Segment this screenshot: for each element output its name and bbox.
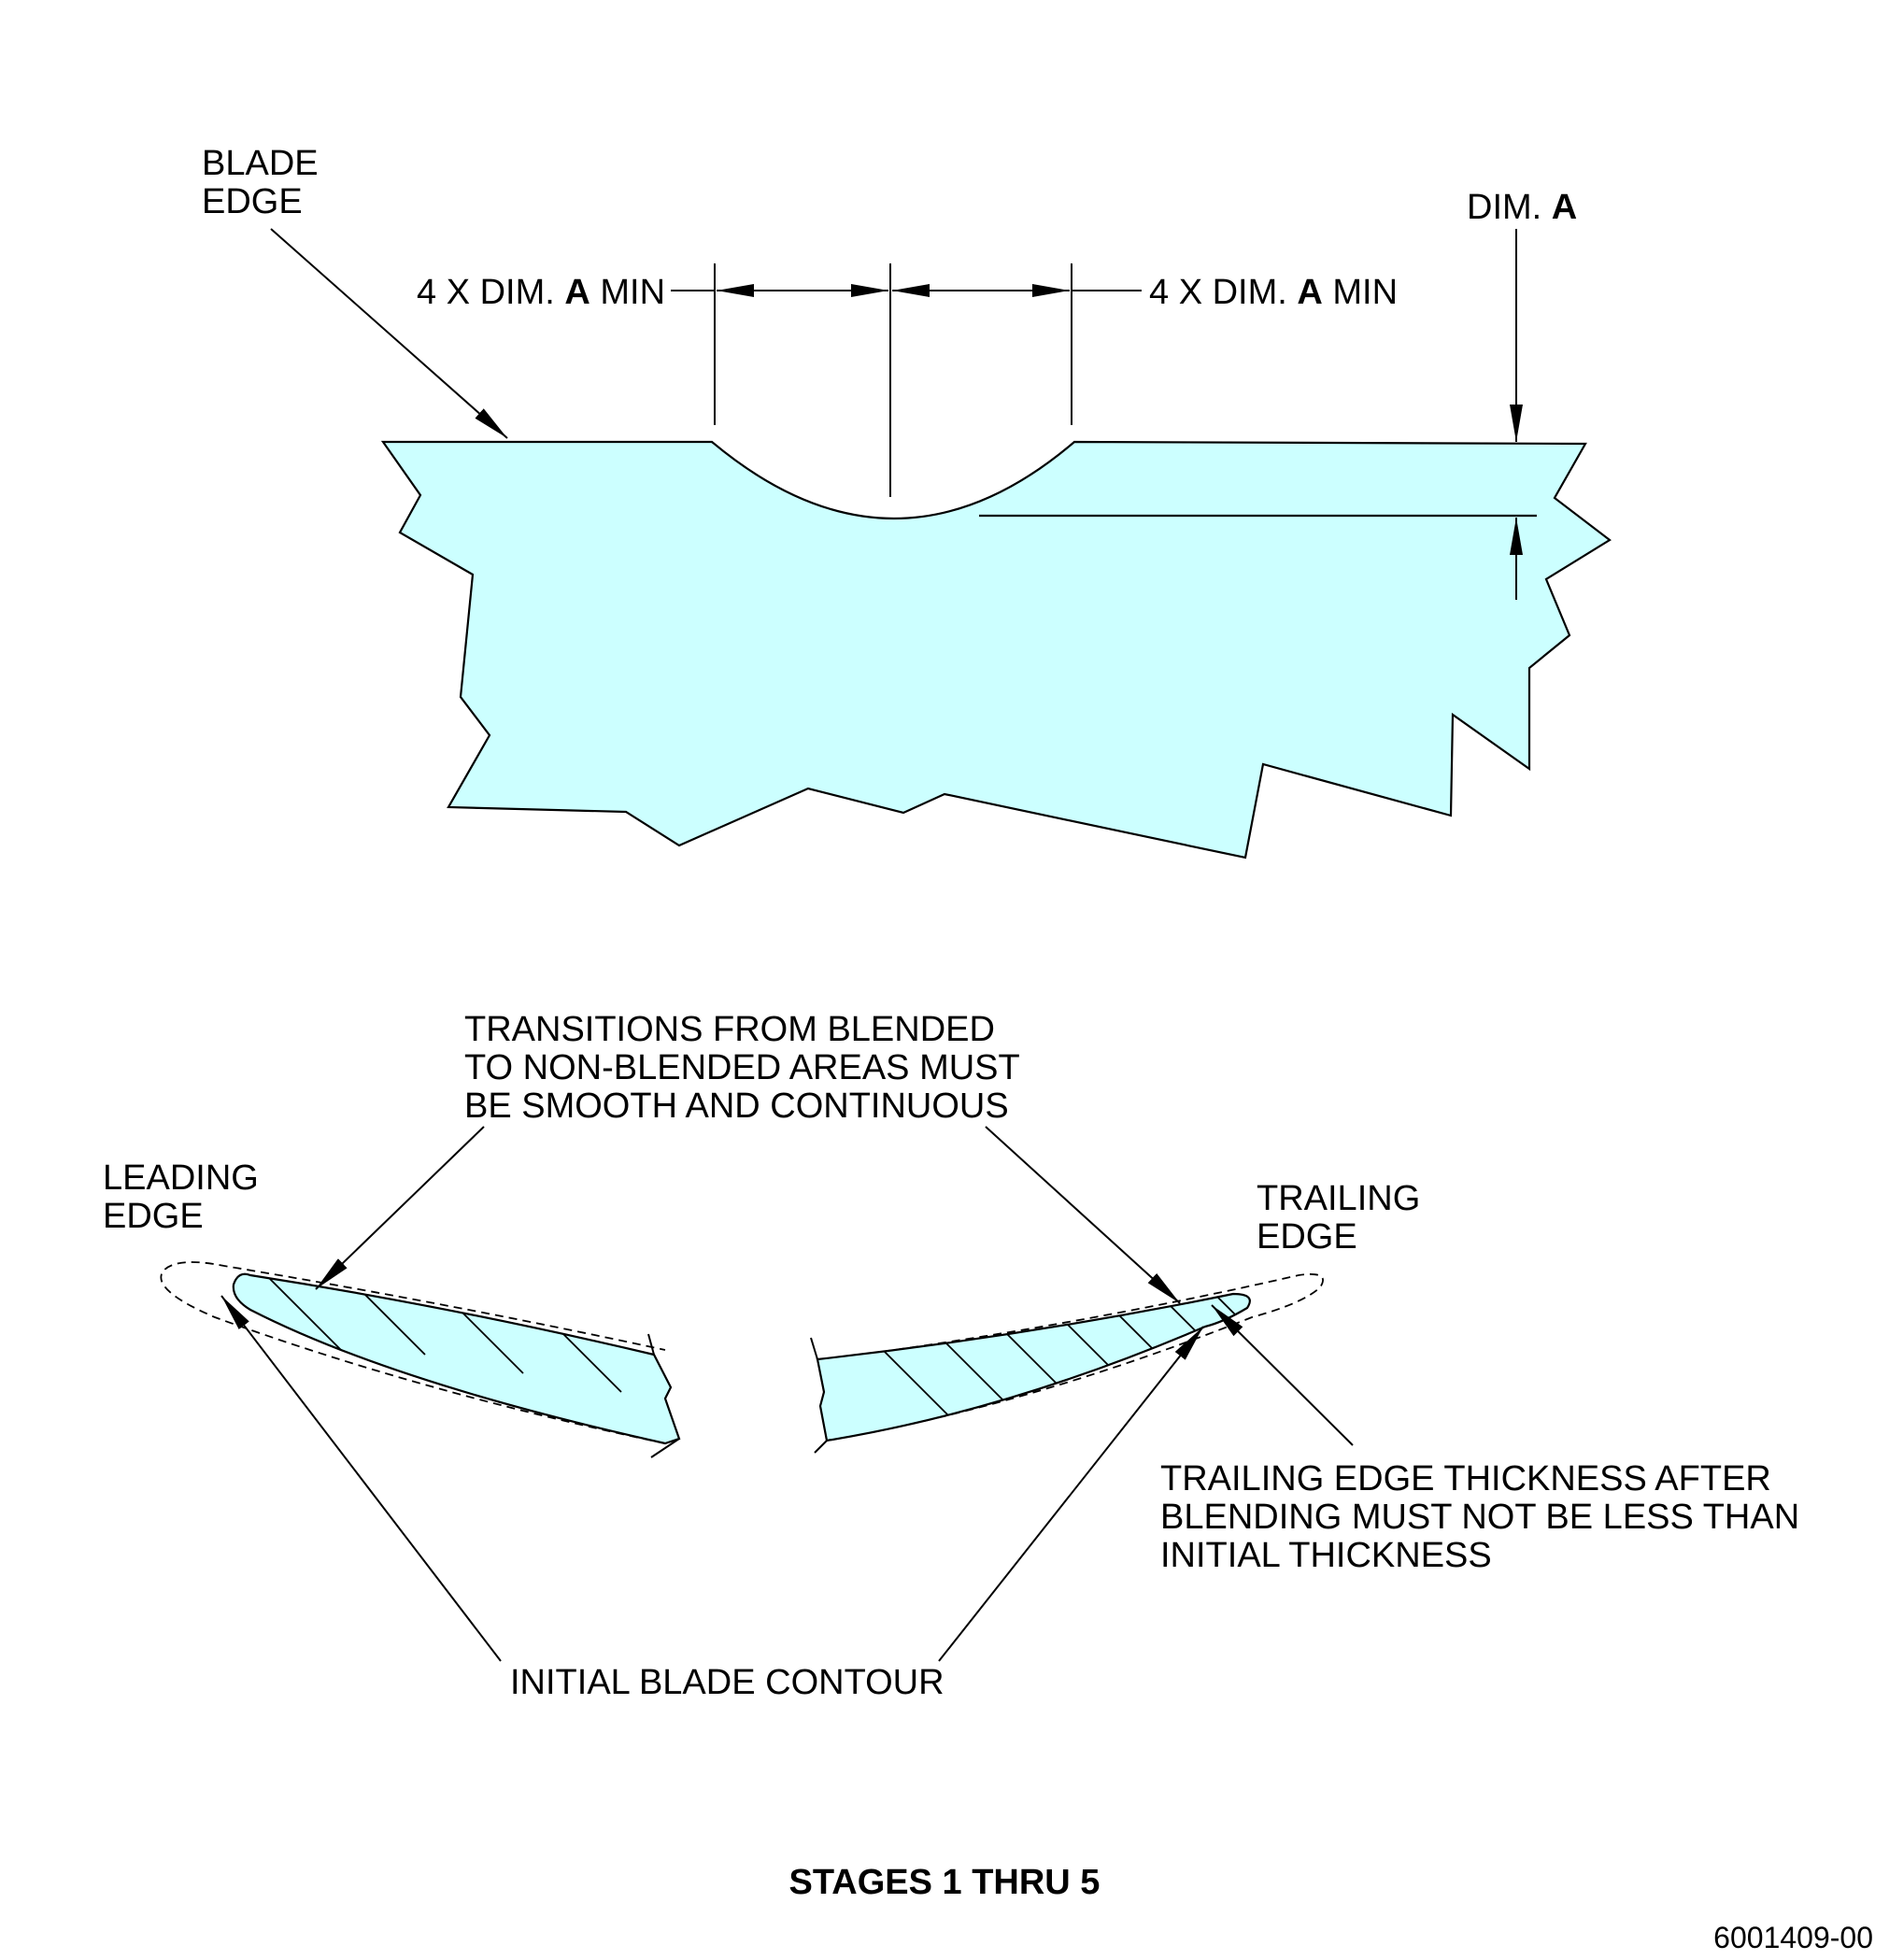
blade-edge-leader (270, 228, 508, 439)
leading-edge-label-line2: EDGE (103, 1197, 204, 1236)
transitions-note-line3: BE SMOOTH AND CONTINUOUS (464, 1087, 1009, 1126)
initial-contour-label: INITIAL BLADE CONTOUR (510, 1663, 944, 1702)
trailing-break-top (810, 1337, 818, 1360)
trailing-thickness-leader (1211, 1304, 1354, 1446)
trailing-thickness-note-line3: INITIAL THICKNESS (1160, 1536, 1492, 1575)
blended-trailing-edge-section (816, 1292, 1251, 1442)
transitions-leader-right (985, 1126, 1181, 1304)
dim-a-label: DIM. A (1467, 188, 1577, 227)
trailing-edge-label-line2: EDGE (1257, 1217, 1357, 1257)
dim-right-label: 4 X DIM. A MIN (1149, 273, 1398, 312)
leading-break-top (647, 1333, 655, 1356)
blade-edge-section (380, 440, 1612, 859)
initial-contour-leader-right (938, 1326, 1204, 1662)
trailing-thickness-note-line1: TRAILING EDGE THICKNESS AFTER (1160, 1459, 1771, 1498)
trailing-edge-label-line1: TRAILING (1257, 1179, 1420, 1218)
dim-left-label: 4 X DIM. A MIN (417, 273, 665, 312)
initial-contour-leader-left (220, 1295, 502, 1662)
blade-edge-label-line2: EDGE (202, 182, 303, 221)
transitions-note-line1: TRANSITIONS FROM BLENDED (464, 1010, 995, 1049)
leading-edge-label-line1: LEADING (103, 1158, 259, 1198)
initial-contour-trailing (826, 1273, 1324, 1442)
transitions-note-line2: TO NON-BLENDED AREAS MUST (464, 1048, 1020, 1087)
leading-break-bottom (650, 1438, 680, 1458)
stages-label: STAGES 1 THRU 5 (789, 1863, 1101, 1902)
initial-contour-leading (160, 1261, 666, 1444)
trailing-break-bottom (814, 1440, 828, 1454)
transitions-leader-left (315, 1126, 485, 1290)
blade-edge-label-line1: BLADE (202, 144, 319, 183)
figure-number: 6001409-00 (1713, 1921, 1873, 1954)
blended-leading-edge-section (232, 1272, 681, 1445)
trailing-thickness-note-line2: BLENDING MUST NOT BE LESS THAN (1160, 1498, 1799, 1537)
